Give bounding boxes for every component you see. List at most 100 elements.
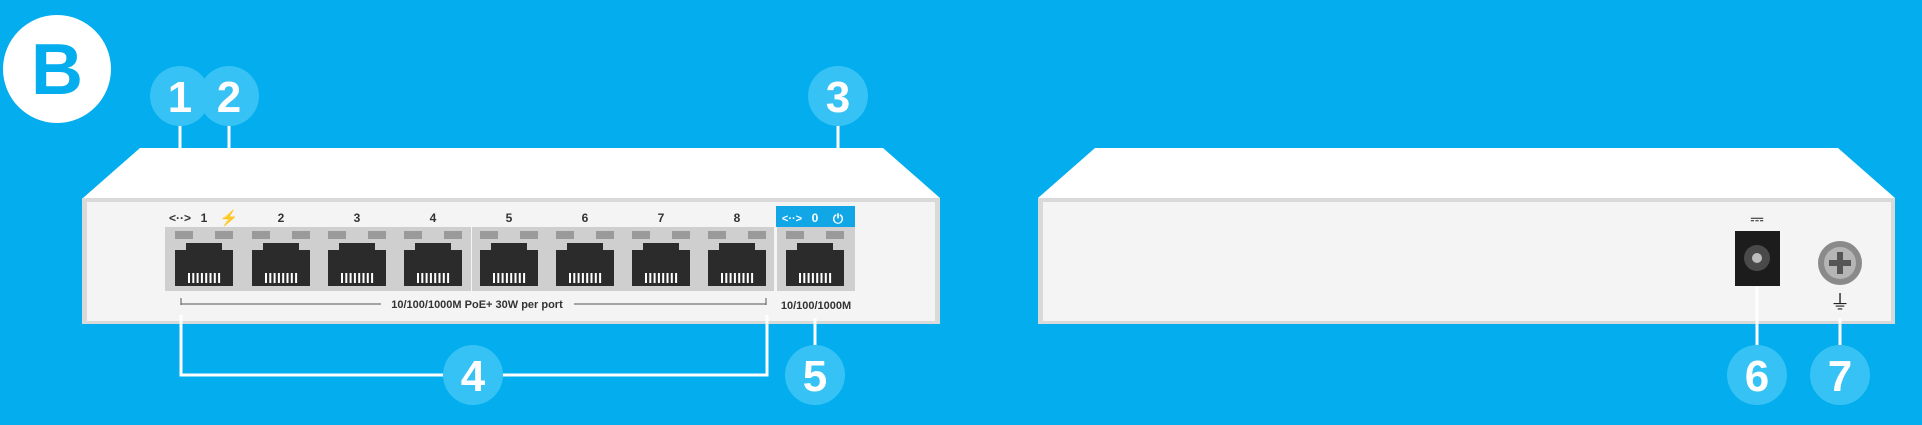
dc-jack-pin (1752, 253, 1762, 263)
uplink-port (786, 231, 844, 286)
port-pin (362, 273, 365, 283)
port-pin (213, 273, 216, 283)
poe-port-7 (632, 231, 690, 286)
port-pin (345, 273, 348, 283)
port-pin (505, 273, 508, 283)
port-pin (514, 273, 517, 283)
port-pin (510, 273, 513, 283)
port-pin (349, 273, 352, 283)
port-led-left (480, 231, 498, 239)
port-pin (518, 273, 521, 283)
port-pin (811, 273, 814, 283)
callout-6-circle (1727, 345, 1787, 405)
callout-5-circle (785, 345, 845, 405)
panel-badge: B (3, 15, 111, 123)
port-pin (599, 273, 602, 283)
port-led-right (215, 231, 233, 239)
port-pin (577, 273, 580, 283)
rear-device: ⎓ ⏚ (1038, 148, 1895, 324)
port-pin (353, 273, 356, 283)
port-pin (725, 273, 728, 283)
uplink-activity-symbol: <··> (782, 213, 802, 225)
port-pin (653, 273, 656, 283)
port-pin (590, 273, 593, 283)
port-pin (675, 273, 678, 283)
port-label-3: 3 (354, 211, 361, 225)
poe-port-6 (556, 231, 614, 286)
leader-line-4-right (500, 315, 769, 377)
uplink-port-label: 0 (812, 211, 819, 225)
port-pin (738, 273, 741, 283)
callout-1: 1 (150, 66, 210, 126)
port-pin (218, 273, 221, 283)
port-pin (425, 273, 428, 283)
callout-3: 3 (808, 66, 868, 126)
port-pin (569, 273, 571, 283)
port-led-right (292, 231, 310, 239)
port-pin (366, 273, 369, 283)
port-label-5: 5 (506, 211, 513, 225)
callout-1-number: 1 (168, 73, 192, 122)
port-pin (438, 273, 441, 283)
callout-7-circle (1810, 345, 1870, 405)
port-pin (196, 273, 199, 283)
port-pin (417, 273, 419, 283)
port-pin (649, 273, 652, 283)
port-pin (581, 273, 584, 283)
port-pin (286, 273, 289, 283)
front-device-top (83, 148, 940, 198)
ground-screw (1818, 241, 1862, 285)
poe-port-2 (252, 231, 310, 286)
port-pin (290, 273, 293, 283)
callout-6-number: 6 (1745, 352, 1769, 401)
port-led-left (556, 231, 574, 239)
port-pin (282, 273, 285, 283)
callout-7: 7 (1810, 345, 1870, 405)
port-pin (371, 273, 374, 283)
port-pin (341, 273, 343, 283)
port-pin (429, 273, 432, 283)
port-led-left (786, 231, 804, 239)
port-label-7: 7 (658, 211, 665, 225)
port-led-left (252, 231, 270, 239)
poe-port-5 (480, 231, 538, 286)
port-pin (829, 273, 832, 283)
ports-group (175, 231, 844, 286)
port-label-2: 2 (278, 211, 285, 225)
callout-4: 4 (443, 345, 503, 405)
port-pin (265, 273, 267, 283)
port-pin (209, 273, 212, 283)
poe-port-8 (708, 231, 766, 286)
leader-line-4-left (179, 315, 446, 377)
port-pin (666, 273, 669, 283)
port-pin (188, 273, 190, 283)
port-pin (442, 273, 445, 283)
port-pin (729, 273, 732, 283)
port-pin (657, 273, 660, 283)
port-led-left (328, 231, 346, 239)
callout-3-number: 3 (826, 73, 850, 122)
ground-screw-slot-v (1837, 252, 1843, 274)
rear-device-top (1038, 148, 1895, 198)
port-led-left (404, 231, 422, 239)
uplink-speed-label: 10/100/1000M (781, 300, 851, 312)
port-led-right (368, 231, 386, 239)
port-pin (205, 273, 208, 283)
callout-4-number: 4 (461, 352, 486, 401)
port-pin (501, 273, 504, 283)
callout-5: 5 (785, 345, 845, 405)
port-pin (746, 273, 749, 283)
port-label-1: 1 (201, 211, 208, 225)
poe-ports-label: 10/100/1000M PoE+ 30W per port (391, 299, 563, 311)
callout-2-circle (199, 66, 259, 126)
port-pin (573, 273, 576, 283)
port-led-right (826, 231, 844, 239)
port-pin (358, 273, 361, 283)
port-pin (721, 273, 723, 283)
port-led-right (444, 231, 462, 239)
port-pin (645, 273, 647, 283)
port-led-left (632, 231, 650, 239)
port-led-left (708, 231, 726, 239)
callout-2: 2 (199, 66, 259, 126)
port-led-right (520, 231, 538, 239)
